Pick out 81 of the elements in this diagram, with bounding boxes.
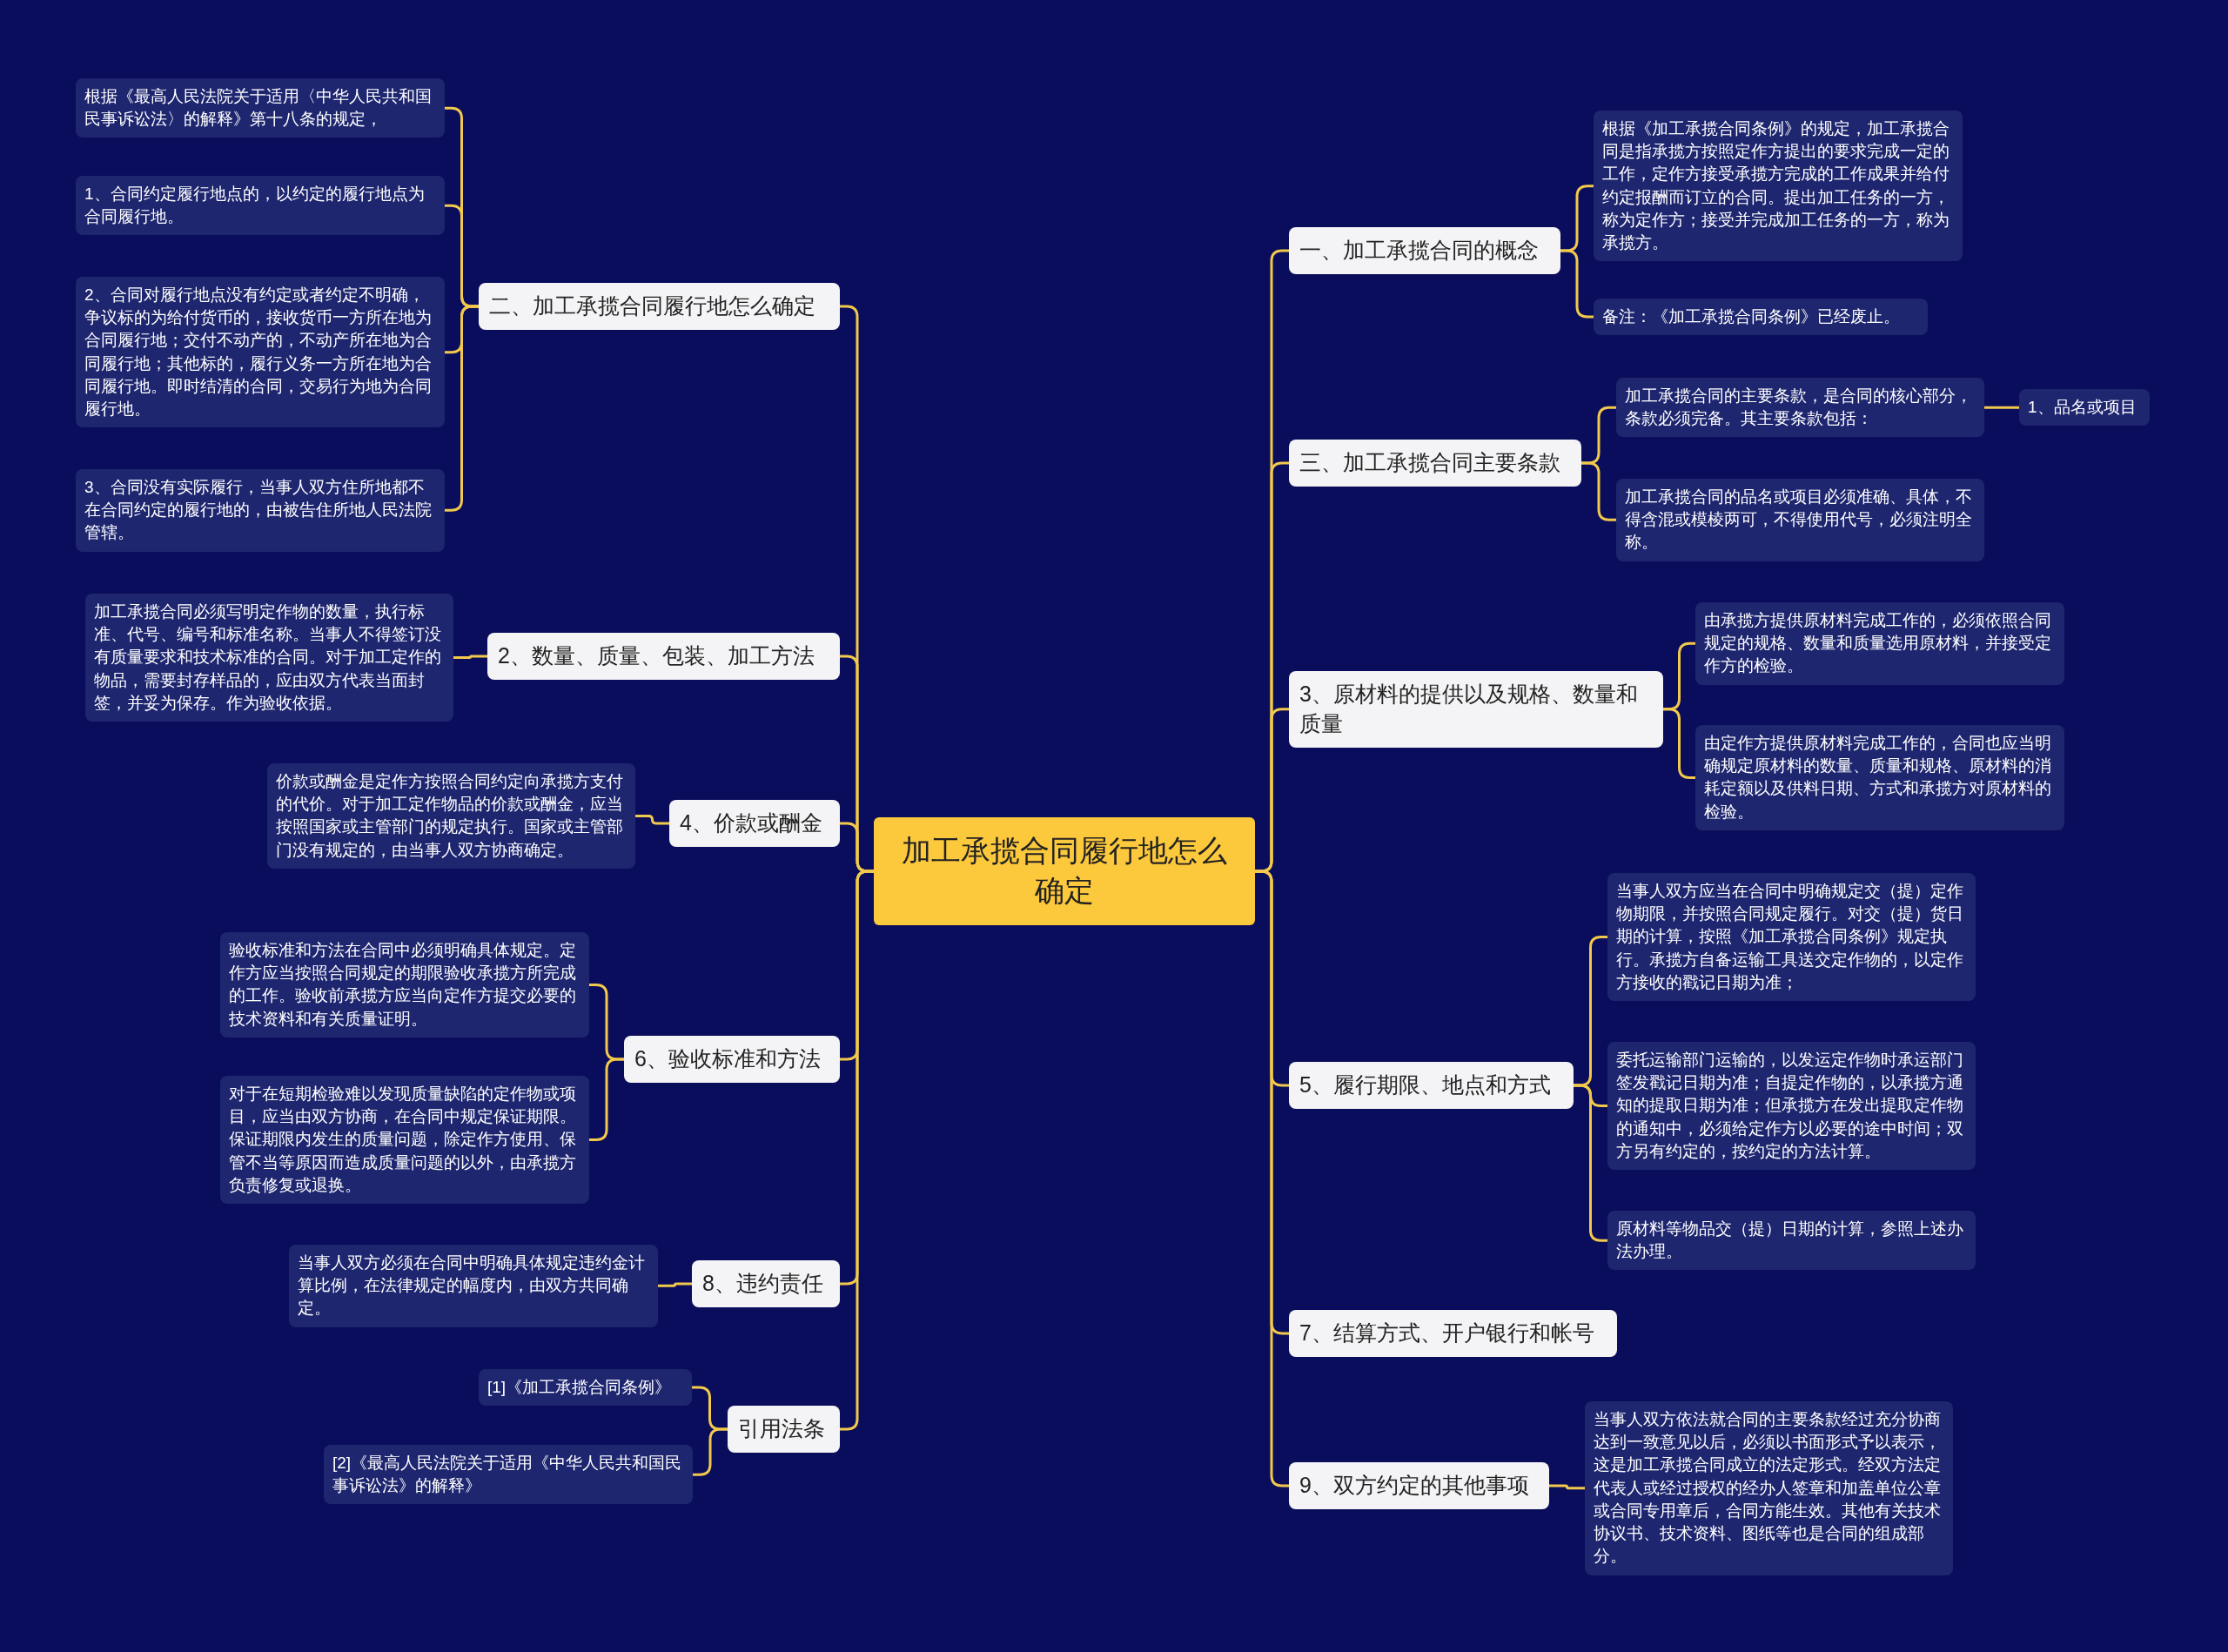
topic-text: [2]《最高人民法院关于适用《中华人民共和国民事诉讼法》的解释》: [332, 1453, 683, 1497]
note-box: [220, 1076, 589, 1205]
topic-text: 3、原材料的提供以及规格、数量和质量: [1299, 681, 1639, 737]
note-box: [76, 469, 445, 552]
connector-line: [1560, 249, 1594, 319]
topic-text: 加工承揽合同的品名或项目必须准确、具体，不得含混或模棱两可，不得使用代号，必须注明全称。: [1625, 487, 1973, 554]
topic-box: [1289, 1062, 1574, 1109]
note-box: [1607, 1211, 1976, 1271]
connector-line: [1663, 708, 1695, 779]
topic-text: 当事人双方依法就合同的主要条款经过充分协商达到一致意见以后，必须以书面形式予以表示，这是加工承揽合同成立的法定形式。经双方法定代表人或经过授权的经办人签章和加盖单位公章或合同专用章后，合同方能生效。其他有关技术协议书、技术资料、图纸等也是合同的组成部分。: [1594, 1409, 1942, 1568]
topic-text: 由定作方提供原材料完成工作的，合同也应当明确规定原材料的数量、质量和规格、原材料的消耗定额以及供料日期、方式和承揽方对原材料的检验。: [1704, 733, 2052, 823]
note-box: [220, 932, 589, 1038]
note-box: [1607, 873, 1976, 1002]
topic-box: [669, 800, 840, 847]
connector-line: [693, 1427, 728, 1476]
connector-line: [1581, 461, 1616, 521]
topic-text: 2、合同对履行地点没有约定或者约定不明确，争议标的为给付货币的，接收货币一方所在地为合同履行地；交付不动产的，不动产所在地为合同履行地；其他标的，履行义务一方所在地为合同履行地。即时结清的合同，交易行为地为合同履行地。: [84, 285, 433, 420]
topic-box: [487, 633, 840, 680]
topic-text: 委托运输部门运输的，以发运定作物时承运部门签发戳记日期为准；自提定作物的，以承揽方通知的提取日期为准；但承揽方在发出提取定作物的通知中，必须给定作方以必要的途中时间；双方另有约定的，按约定的方法计算。: [1616, 1050, 1964, 1162]
topic-text: 对于在短期检验难以发现质量缺陷的定作物或项目，应当由双方协商，在合同中规定保证期限。保证期限内发生的质量问题，除定作方使用、保管不当等原因而造成质量问题的以外，由承揽方负责修复或退换。: [229, 1084, 577, 1196]
note-box: [324, 1445, 693, 1505]
topic-text: 原材料等物品交（提）日期的计算，参照上述办法办理。: [1616, 1219, 1964, 1263]
topic-box: [728, 1406, 840, 1453]
topic-box: [624, 1036, 840, 1083]
topic-text: 当事人双方必须在合同中明确具体规定违约金计算比例，在法律规定的幅度内，由双方共同确定。: [298, 1252, 646, 1320]
connector-line: [589, 1058, 624, 1142]
topic-text: 5、履行期限、地点和方式: [1299, 1071, 1551, 1098]
topic-text: 1、品名或项目: [2028, 397, 2137, 418]
topic-text: 备注：《加工承揽合同条例》已经废止。: [1602, 306, 1900, 327]
topic-box: [1289, 227, 1560, 274]
topic-text: 三、加工承揽合同主要条款: [1299, 449, 1560, 476]
note-box: [1594, 111, 1963, 262]
topic-text: 8、违约责任: [702, 1270, 823, 1297]
topic-text: [1]《加工承揽合同条例》: [487, 1377, 672, 1398]
topic-text: 一、加工承揽合同的概念: [1299, 237, 1539, 264]
topic-text: 1、合同约定履行地点的，以约定的履行地点为合同履行地。: [84, 184, 426, 228]
topic-text: 根据《加工承揽合同条例》的规定，加工承揽合同是指承揽方按照定作方提出的要求完成一定的工作，定作方接受承揽方完成的工作成果并给付约定报酬而订立的合同。提出加工任务的一方，称为定作方；接受并完成加工任务的一方，称为承揽方。: [1602, 118, 1950, 254]
note-box: [289, 1245, 658, 1327]
topic-box: [1289, 1462, 1549, 1509]
topic-text: 验收标准和方法在合同中必须明确具体规定。定作方应当按照合同规定的期限验收承揽方所完成的工作。验收前承揽方应当向定作方提交必要的技术资料和有关质量证明。: [229, 940, 577, 1030]
topic-box: [479, 283, 840, 330]
topic-text: 二、加工承揽合同履行地怎么确定: [489, 292, 815, 319]
topic-text: 7、结算方式、开户银行和帐号: [1299, 1320, 1594, 1346]
connector-line: [1574, 1084, 1607, 1242]
connector-line: [445, 305, 479, 512]
topic-text: 加工承揽合同履行地怎么确定: [901, 833, 1228, 909]
note-box: [2019, 389, 2150, 426]
topic-text: 由承揽方提供原材料完成工作的，必须依照合同规定的规格、数量和质量选用原材料，并接受定作方的检验。: [1704, 610, 2052, 677]
topic-text: 加工承揽合同必须写明定作物的数量，执行标准、代号、编号和标准名称。当事人不得签订没有质量要求和技术标准的合同。对于加工定作的物品，需要封存样品的，应由双方代表当面封签，并妥为保存。作为验收依据。: [94, 601, 442, 714]
topic-text: 价款或酬金是定作方按照合同约定向承揽方支付的代价。对于加工定作物品的价款或酬金，应当按照国家或主管部门的规定执行。国家或主管部门没有规定的，由当事人双方协商确定。: [276, 771, 624, 861]
connector-line: [658, 1282, 692, 1287]
topic-text: 引用法条: [738, 1415, 825, 1442]
note-box: [1616, 479, 1984, 561]
note-box: [85, 594, 453, 722]
connector-line: [1984, 406, 2019, 409]
note-box: [267, 763, 635, 869]
topic-box: [1289, 1310, 1617, 1357]
note-box: [479, 1369, 692, 1407]
topic-box: [692, 1260, 840, 1307]
note-box: [1616, 378, 1984, 438]
note-box: [76, 277, 445, 428]
note-box: [1594, 299, 1928, 336]
topic-text: 当事人双方应当在合同中明确规定交（提）定作物期限，并按照合同规定履行。对交（提）货日期的计算，按照《加工承揽合同条例》规定执行。承揽方自备运输工具送交定作物的，以定作方接收的戳记日期为准；: [1616, 881, 1964, 993]
note-box: [1695, 602, 2064, 685]
topic-text: 4、价款或酬金: [680, 809, 822, 836]
note-box: [76, 78, 445, 138]
central-topic-box: [874, 817, 1255, 925]
topic-box: [1289, 440, 1581, 487]
topic-text: 加工承揽合同的主要条款，是合同的核心部分，条款必须完备。其主要条款包括：: [1625, 386, 1973, 430]
note-box: [1607, 1042, 1976, 1171]
connector-line: [1549, 1484, 1585, 1490]
topic-text: 9、双方约定的其他事项: [1299, 1472, 1529, 1499]
topic-text: 2、数量、质量、包装、加工方法: [498, 642, 815, 669]
topic-text: 3、合同没有实际履行，当事人双方住所地都不在合同约定的履行地的，由被告住所地人民法院管辖。: [84, 477, 433, 544]
topic-text: 6、验收标准和方法: [634, 1045, 821, 1072]
connector-line: [635, 814, 669, 825]
topic-box: [1289, 671, 1663, 748]
connector-line: [453, 655, 487, 660]
note-box: [1695, 725, 2064, 830]
topic-text: 根据《最高人民法院关于适用〈中华人民共和国民事诉讼法〉的解释》第十八条的规定，: [84, 86, 433, 131]
note-box: [76, 176, 445, 236]
